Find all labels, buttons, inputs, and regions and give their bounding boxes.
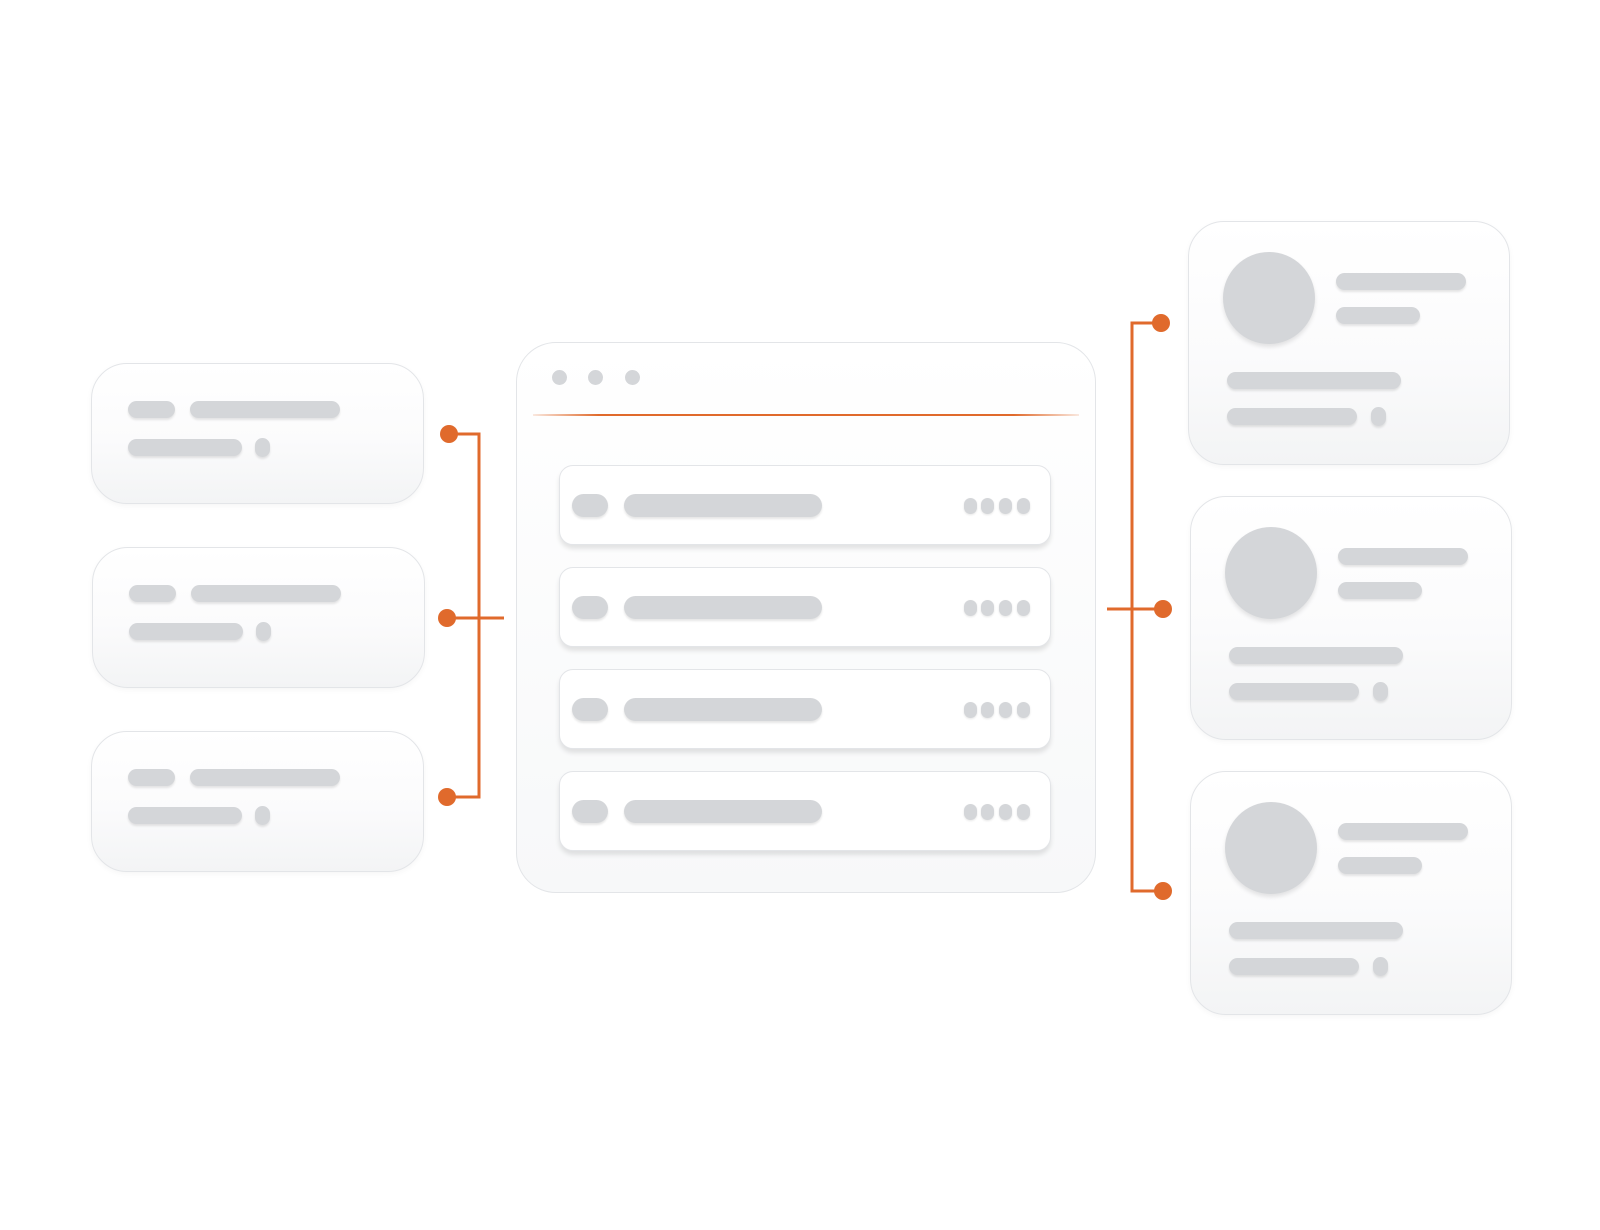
card-status-dot [255, 438, 270, 457]
card-subtitle-placeholder [128, 439, 242, 456]
card-tag-placeholder [128, 769, 175, 786]
profile-meta-placeholder [1227, 408, 1357, 425]
list-item-tag-placeholder [572, 596, 608, 619]
right-connector-bracket [1130, 321, 1163, 893]
profile-name-placeholder [1338, 823, 1468, 840]
app-window [516, 342, 1096, 893]
profile-name-placeholder [1336, 273, 1466, 290]
profile-detail-placeholder [1229, 647, 1403, 664]
window-header-divider [533, 414, 1079, 416]
avatar [1225, 527, 1317, 619]
connector-node [1152, 314, 1170, 332]
card-status-dot [256, 622, 271, 641]
card-title-placeholder [191, 585, 341, 602]
profile-status-dot [1371, 407, 1386, 426]
list-item-tag-placeholder [572, 494, 608, 517]
card-title-placeholder [190, 769, 340, 786]
avatar [1223, 252, 1315, 344]
left-connector-bracket [448, 432, 481, 799]
card-title-placeholder [190, 401, 340, 418]
list-item[interactable] [559, 771, 1051, 851]
window-control-dot[interactable] [552, 370, 567, 385]
card-tag-placeholder [128, 401, 175, 418]
profile-card [1190, 496, 1512, 740]
left-card [91, 731, 424, 872]
card-tag-placeholder [129, 585, 176, 602]
profile-status-dot [1373, 957, 1388, 976]
list-item-tag-placeholder [572, 800, 608, 823]
profile-meta-placeholder [1229, 958, 1359, 975]
window-control-dot[interactable] [588, 370, 603, 385]
window-control-dot[interactable] [625, 370, 640, 385]
profile-detail-placeholder [1229, 922, 1403, 939]
list-item[interactable] [559, 567, 1051, 647]
more-options-icon[interactable] [964, 702, 1030, 718]
profile-role-placeholder [1338, 582, 1422, 599]
connector-node [1154, 882, 1172, 900]
more-options-icon[interactable] [964, 600, 1030, 616]
connector-node [438, 609, 456, 627]
connector-node [1154, 600, 1172, 618]
list-item-tag-placeholder [572, 698, 608, 721]
list-item-label-placeholder [624, 494, 822, 517]
profile-name-placeholder [1338, 548, 1468, 565]
profile-role-placeholder [1338, 857, 1422, 874]
profile-card [1190, 771, 1512, 1015]
profile-role-placeholder [1336, 307, 1420, 324]
more-options-icon[interactable] [964, 804, 1030, 820]
card-subtitle-placeholder [129, 623, 243, 640]
left-card [91, 363, 424, 504]
connector-node [440, 425, 458, 443]
list-item[interactable] [559, 465, 1051, 545]
list-item-label-placeholder [624, 596, 822, 619]
left-card [92, 547, 425, 688]
list-item[interactable] [559, 669, 1051, 749]
list-item-label-placeholder [624, 800, 822, 823]
avatar [1225, 802, 1317, 894]
connector-node [438, 788, 456, 806]
card-subtitle-placeholder [128, 807, 242, 824]
profile-detail-placeholder [1227, 372, 1401, 389]
card-status-dot [255, 806, 270, 825]
profile-card [1188, 221, 1510, 465]
list-item-label-placeholder [624, 698, 822, 721]
profile-status-dot [1373, 682, 1388, 701]
profile-meta-placeholder [1229, 683, 1359, 700]
more-options-icon[interactable] [964, 498, 1030, 514]
